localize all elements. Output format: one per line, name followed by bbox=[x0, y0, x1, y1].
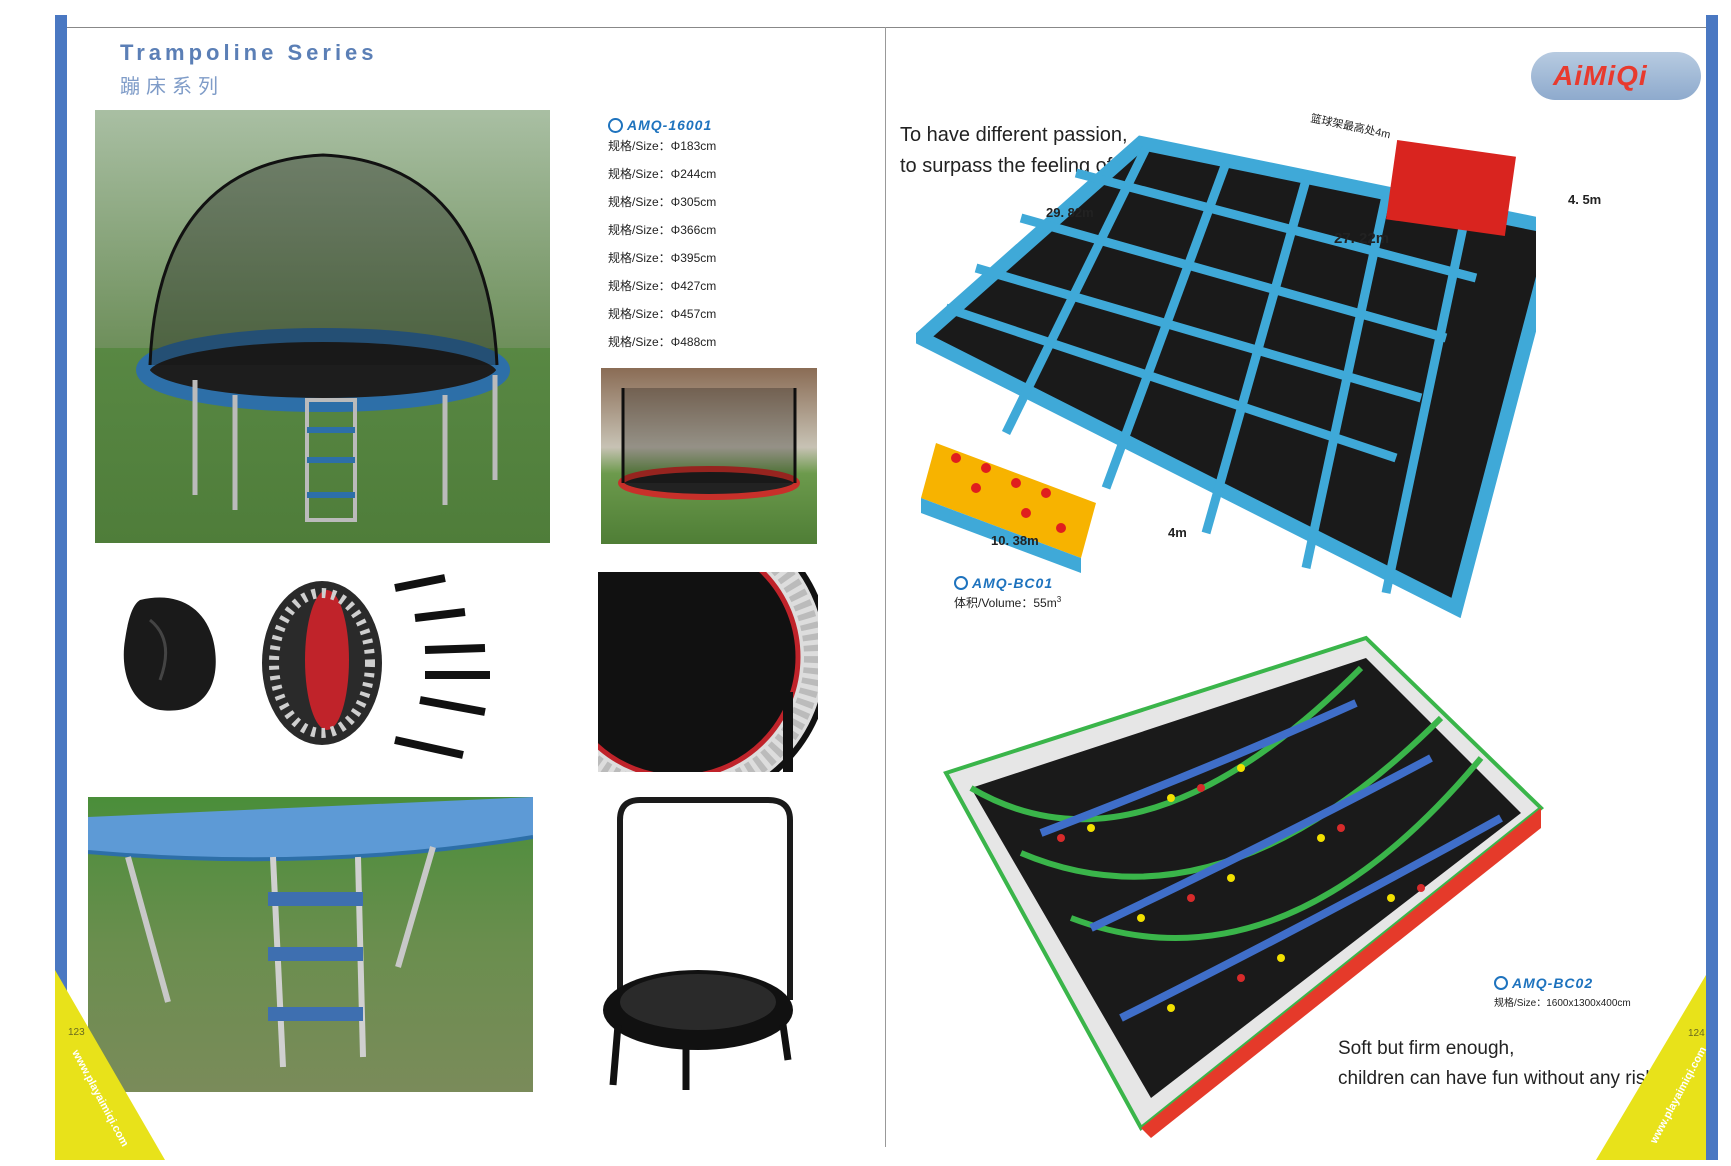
size-item: 规格/Size：Φ427cm bbox=[608, 279, 717, 293]
size-item: 规格/Size：Φ488cm bbox=[608, 335, 717, 349]
product-icon bbox=[608, 117, 623, 133]
park2-model: AMQ-BC02 bbox=[1512, 975, 1594, 991]
size-item: 规格/Size：Φ395cm bbox=[608, 251, 717, 265]
park2-spec: AMQ-BC02 规格/Size：1600x1300x400cm bbox=[1494, 975, 1631, 1009]
tagline-bottom-1: Soft but firm enough, bbox=[1338, 1038, 1515, 1059]
product-icon bbox=[1494, 976, 1508, 990]
product-spec-block: AMQ-16001 规格/Size：Φ183cm 规格/Size：Φ244cm … bbox=[608, 117, 788, 361]
dim-height: 4. 5m bbox=[1568, 192, 1602, 207]
volume-sup: 3 bbox=[1056, 595, 1062, 604]
size-item: 规格/Size：Φ183cm bbox=[608, 139, 717, 153]
right-edge-bar bbox=[1706, 15, 1718, 1160]
park1-spec: AMQ-BC01 体积/Volume：55m3 bbox=[954, 575, 1061, 611]
legs-parts-image bbox=[385, 570, 495, 770]
product-icon bbox=[954, 576, 968, 590]
center-fold bbox=[885, 27, 886, 1147]
series-title: Trampoline Series bbox=[120, 40, 378, 65]
product-model: AMQ-16001 bbox=[627, 117, 713, 133]
size-list: 规格/Size：Φ183cm 规格/Size：Φ244cm 规格/Size：Φ3… bbox=[608, 137, 788, 361]
dim-width: 27. 22m bbox=[1334, 230, 1390, 247]
dim-length: 29. 82m bbox=[1046, 205, 1094, 220]
size-item: 规格/Size：Φ457cm bbox=[608, 307, 717, 321]
page-number-right: 124 bbox=[1688, 1028, 1705, 1039]
trampoline-photo-main bbox=[95, 110, 550, 543]
trampoline-park-2-illustration bbox=[941, 628, 1551, 1138]
dim-pit-width: 4m bbox=[1168, 525, 1187, 540]
park1-model: AMQ-BC01 bbox=[972, 575, 1054, 591]
size-item: 规格/Size：Φ305cm bbox=[608, 195, 717, 209]
brand-logo: AiMiQi bbox=[1531, 52, 1701, 100]
top-rule-right bbox=[886, 27, 1706, 28]
top-rule bbox=[67, 27, 885, 28]
folded-trampoline-image bbox=[255, 575, 390, 750]
size-item: 规格/Size：Φ244cm bbox=[608, 167, 717, 181]
tagline-bottom-2: children can have fun without any risk. bbox=[1338, 1068, 1661, 1089]
logo-text: AiMiQi bbox=[1553, 60, 1648, 91]
left-edge-bar bbox=[55, 15, 67, 1160]
corner-decoration-right bbox=[1596, 975, 1706, 1160]
park2-size: 规格/Size：1600x1300x400cm bbox=[1494, 998, 1631, 1009]
size-item: 规格/Size：Φ366cm bbox=[608, 223, 717, 237]
folded-bag-image bbox=[120, 590, 220, 720]
dim-pit-length: 10. 38m bbox=[991, 533, 1039, 548]
trampoline-ladder-photo bbox=[88, 797, 533, 1092]
series-title-cn: 蹦床系列 bbox=[120, 76, 224, 98]
park1-volume: 体积/Volume：55m3 bbox=[954, 594, 1061, 611]
tagline-top-1: To have different passion, bbox=[900, 124, 1128, 146]
corner-decoration-left bbox=[55, 970, 165, 1160]
trampoline-park-1-illustration bbox=[908, 118, 1565, 619]
mini-trampoline-closeup bbox=[598, 572, 818, 772]
left-page: Trampoline Series 蹦床系列 AMQ-16001 规格/Size… bbox=[55, 15, 886, 1160]
right-page: AiMiQi To have different passion, to sur… bbox=[886, 0, 1731, 1166]
volume-text: 体积/Volume：55m bbox=[954, 596, 1057, 610]
page-number-left: 123 bbox=[68, 1027, 85, 1038]
handle-mini-trampoline bbox=[598, 790, 798, 1090]
trampoline-photo-house bbox=[601, 368, 817, 544]
